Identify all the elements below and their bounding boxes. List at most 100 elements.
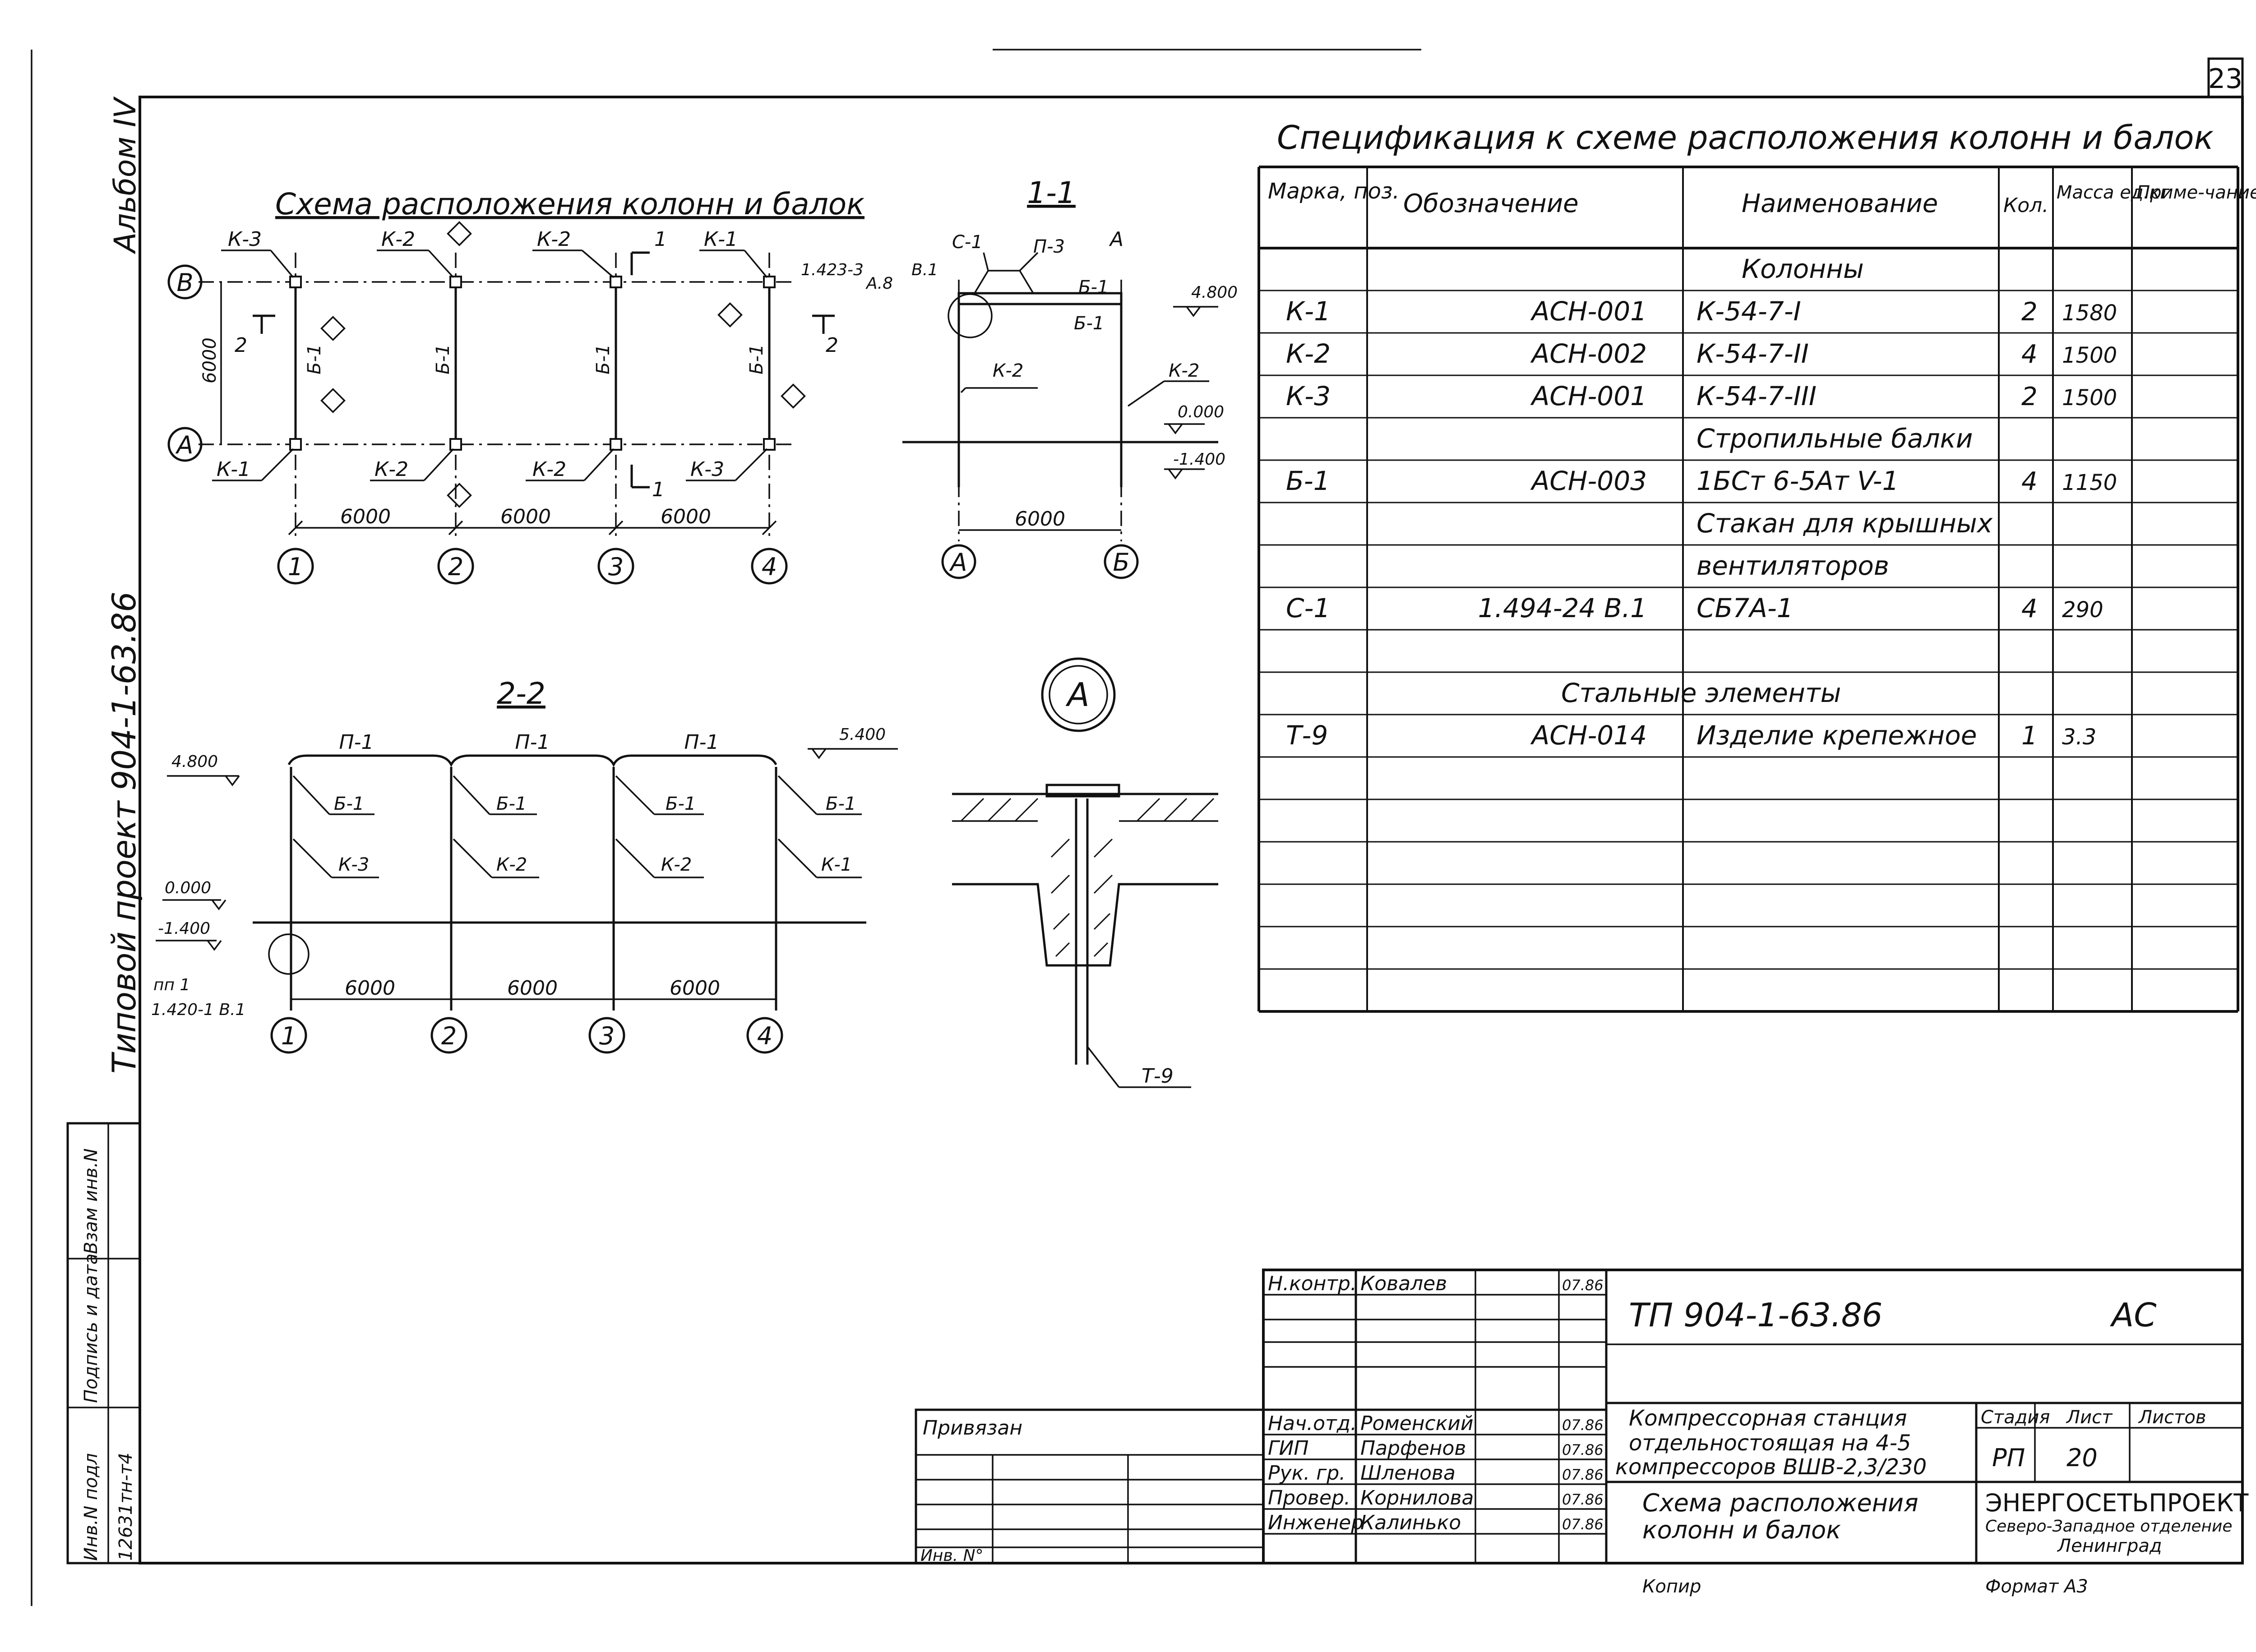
- spec-cell-mass: 1580: [2062, 300, 2117, 326]
- section-2-2-p1-3: П-1: [684, 731, 719, 754]
- spec-cell-name: 1БСт 6-5Ат V-1: [1697, 466, 1899, 496]
- section-1-1-k2-right: К-2: [1169, 360, 1199, 381]
- plan-axis-4: 4: [762, 553, 777, 581]
- section-1-1-ref-num: 1.423-3: [801, 261, 864, 279]
- person-date: 07.86: [1562, 1516, 1604, 1533]
- person-date: 07.86: [1562, 1466, 1604, 1483]
- plan-axis-1: 1: [288, 553, 303, 581]
- spec-cell-mark: К-1: [1286, 296, 1331, 327]
- plan-dim-vertical: 6000: [199, 337, 220, 383]
- plan-col-bottom-2: К-2: [374, 458, 408, 481]
- side-stamp: Инв.N подл 12631тн-т4 Подпись и дата Вза…: [66, 1122, 141, 1564]
- section-2-2-b1-4: Б-1: [826, 794, 856, 814]
- copied-label: Копир: [1642, 1576, 1701, 1597]
- section-2-2: 2-2 П-1 П-1 П-1 Б-1 Б-1 Б-1 Б-1 К-3 К-2 …: [151, 676, 898, 1054]
- title-block-org-1: ЭНЕРГОСЕТЬПРОЕКТ: [1985, 1489, 2249, 1517]
- spec-cell-name: К-54-7-II: [1697, 338, 1809, 369]
- detail-a-label: А: [1065, 676, 1089, 714]
- plan-span-3: 6000: [661, 505, 711, 528]
- spec-cell-qty: 2: [2021, 297, 2038, 327]
- plan-col-top-3: К-2: [537, 228, 571, 251]
- spec-grid: [1257, 166, 2239, 1013]
- person-date: 07.86: [1562, 1277, 1604, 1294]
- specification-table: Спецификация к схеме расположения колонн…: [1257, 119, 2256, 1013]
- spec-header-mark: Марка, поз.: [1268, 179, 1400, 204]
- person-name: Корнилова: [1360, 1486, 1474, 1509]
- title-block-sheet: 20: [2066, 1444, 2098, 1472]
- section-2-2-elev-540: 5.400: [839, 725, 886, 744]
- spec-cell-mark: Т-9: [1286, 720, 1328, 751]
- plan-title: Схема расположения колонн и балок: [275, 187, 864, 221]
- plan-beam-label-4: Б-1: [746, 344, 767, 374]
- section-1-1-ref-b: В.1: [911, 261, 938, 279]
- plan-beam-label-3: Б-1: [593, 344, 614, 374]
- person-name: Парфенов: [1360, 1437, 1466, 1460]
- sheet-number-box: [2207, 57, 2244, 98]
- spec-header-designation: Обозначение: [1403, 189, 1579, 218]
- section-2-2-axis-2: 2: [441, 1022, 457, 1050]
- spec-cell-name: Изделие крепежное: [1697, 720, 1977, 751]
- section-2-2-col-3: К-2: [661, 854, 692, 875]
- section-1-1-span: 6000: [1015, 508, 1065, 531]
- section-1-1: 1-1 С-1 П-3 А Б-1 Б-1 К-2 К-2 4.800 0.00…: [801, 175, 1238, 579]
- detail-a: А Т-9: [952, 657, 1218, 1088]
- spec-cell-mass: 3.3: [2062, 724, 2096, 750]
- section-1-1-title: 1-1: [1027, 175, 1076, 210]
- title-block-code: ТП 904-1-63.86: [1629, 1296, 1882, 1334]
- section-2-2-b1-2: Б-1: [496, 794, 527, 814]
- section-2-2-axis-4: 4: [757, 1022, 772, 1050]
- section-2-2-pp-ref: 1.420-1 В.1: [151, 1001, 245, 1019]
- plan-node-marker-a: [320, 221, 806, 508]
- sheet-number: 23: [2208, 63, 2242, 95]
- section-2-2-col-4: К-1: [821, 854, 852, 875]
- spec-header-mass: Масса ед.кг: [2057, 182, 2170, 203]
- title-block: ТП 904-1-63.86 АС Компрессорная станция …: [1262, 1269, 2249, 1564]
- plan-cut-1-top: 1: [654, 228, 667, 251]
- plan-col-top-4: К-1: [704, 228, 738, 251]
- side-stamp-inv-value: 12631тн-т4: [116, 1453, 136, 1561]
- side-stamp-replace-label: Взам инв.N: [81, 1149, 102, 1254]
- title-block-sheet-name-1: Схема расположения: [1642, 1489, 1919, 1517]
- spec-cell-designation: АСН-001: [1530, 381, 1647, 411]
- spec-cell-mark: К-2: [1286, 338, 1331, 369]
- title-block-sheets-header: Листов: [2138, 1407, 2206, 1428]
- section-2-2-p1-2: П-1: [515, 731, 550, 754]
- section-2-2-axis-3: 3: [599, 1022, 615, 1050]
- section-2-2-span-2: 6000: [507, 977, 558, 1000]
- title-block-object-2: отдельностоящая на 4-5: [1629, 1431, 1911, 1456]
- section-1-1-p3: П-3: [1033, 236, 1065, 257]
- section-1-1-elev-top: 4.800: [1191, 283, 1238, 302]
- plan-beam-label-2: Б-1: [433, 344, 453, 374]
- section-2-2-elev-480: 4.800: [171, 752, 218, 771]
- person-role: ГИП: [1268, 1437, 1309, 1460]
- spec-cell-name: Стропильные балки: [1697, 423, 1973, 454]
- plan-span-1: 6000: [340, 505, 391, 528]
- section-2-2-b1-3: Б-1: [666, 794, 696, 814]
- person-name: Ковалев: [1360, 1272, 1447, 1295]
- plan-beam-label-1: Б-1: [304, 344, 325, 374]
- plan-col-bottom-1: К-1: [217, 458, 250, 481]
- section-1-1-ref-a: А.8: [865, 274, 893, 293]
- spec-cell-designation: АСН-001: [1530, 296, 1647, 327]
- plan-axis-2: 2: [448, 553, 463, 581]
- section-1-1-b1-lower: Б-1: [1074, 313, 1104, 334]
- spec-cell-qty: 4: [2021, 340, 2038, 369]
- plan-axis-a: А: [176, 431, 194, 459]
- plan-col-top-2: К-2: [381, 228, 415, 251]
- spec-cell-qty: 4: [2021, 594, 2038, 623]
- person-role: Провер.: [1268, 1486, 1350, 1509]
- section-2-2-p1-1: П-1: [339, 731, 374, 754]
- title-block-mark: АС: [2110, 1296, 2157, 1334]
- person-date: 07.86: [1562, 1417, 1604, 1434]
- spec-cell-name: Стальные элементы: [1561, 678, 1841, 708]
- spec-header-note: Приме-чание: [2136, 182, 2256, 203]
- section-1-1-a: А: [1109, 228, 1123, 251]
- detail-a-t9: Т-9: [1142, 1065, 1174, 1088]
- person-role: Нач.отд.: [1268, 1412, 1357, 1435]
- person-name: Роменский: [1360, 1412, 1473, 1435]
- plan-cut-2-right: 2: [826, 334, 838, 357]
- binding-block: Привязан Инв. N°: [915, 1408, 1265, 1565]
- spec-cell-mass: 290: [2062, 597, 2103, 623]
- spec-cell-qty: 4: [2021, 467, 2038, 496]
- person-name: Калинько: [1360, 1511, 1461, 1534]
